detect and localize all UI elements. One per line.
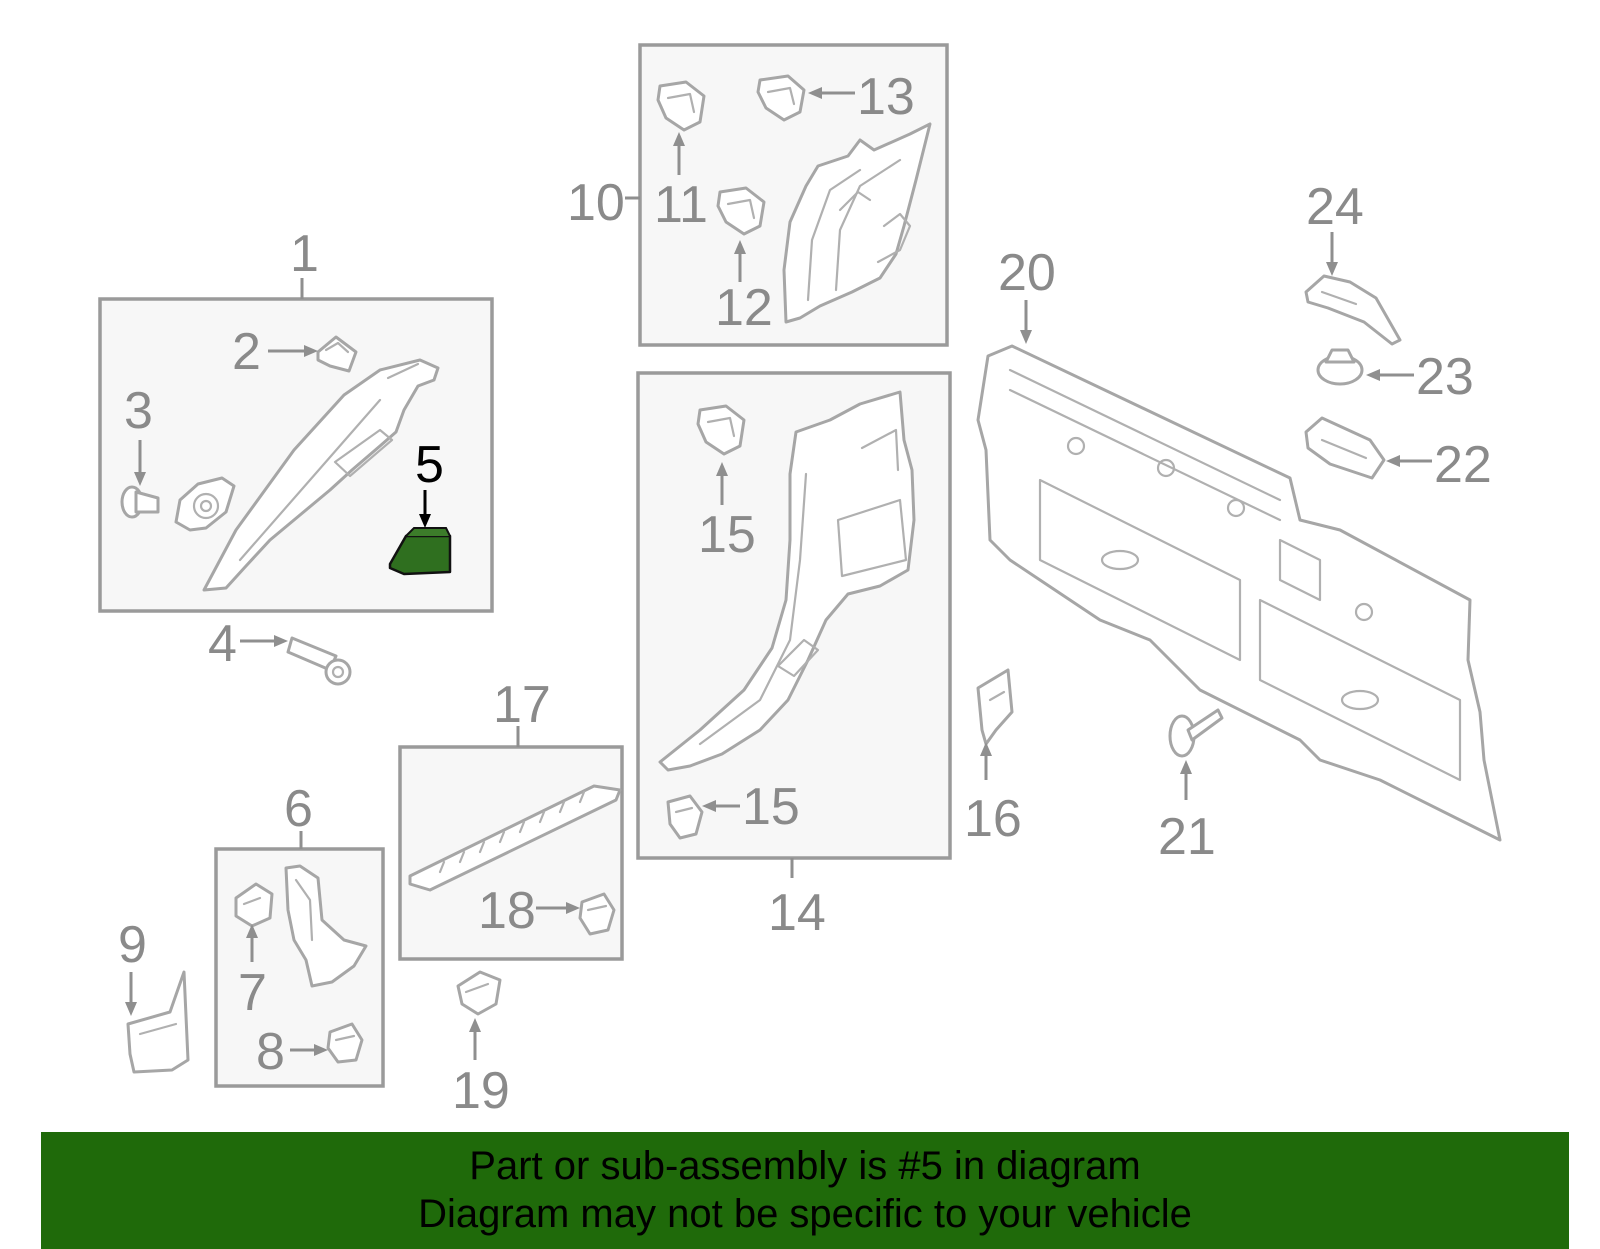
callout-15a[interactable]: 15 [698, 506, 756, 564]
part-22[interactable] [1304, 416, 1386, 480]
part-17-scuff-plate[interactable] [408, 784, 622, 892]
part-19[interactable] [456, 970, 502, 1016]
part-5-highlighted[interactable] [388, 527, 452, 576]
group-1: 1 2 3 [98, 225, 494, 613]
callout-20[interactable]: 20 [998, 244, 1056, 302]
part-13[interactable] [756, 74, 806, 122]
callout-11[interactable]: 11 [654, 176, 708, 234]
part-21[interactable] [1168, 708, 1224, 758]
part-15-bottom[interactable] [666, 794, 704, 840]
part-9[interactable] [126, 970, 190, 1074]
callout-14[interactable]: 14 [768, 884, 826, 942]
part-7[interactable] [234, 882, 274, 928]
group-6: 6 7 8 [214, 780, 385, 1088]
callout-3[interactable]: 3 [124, 382, 153, 440]
part-3[interactable] [120, 485, 160, 519]
callout-12[interactable]: 12 [715, 279, 773, 337]
part-14-trim[interactable] [658, 390, 916, 772]
callout-17[interactable]: 17 [493, 676, 551, 734]
part-16[interactable] [976, 668, 1014, 746]
part-4[interactable] [286, 636, 352, 686]
info-banner: Part or sub-assembly is #5 in diagram Di… [41, 1132, 1569, 1249]
callout-18[interactable]: 18 [478, 882, 536, 940]
callout-5[interactable]: 5 [415, 436, 444, 494]
bracket-part [174, 476, 236, 532]
callout-13[interactable]: 13 [857, 68, 915, 126]
part-20-panel[interactable] [976, 344, 1502, 842]
part-11[interactable] [656, 80, 706, 132]
group-10: 10 11 13 12 [567, 43, 949, 347]
part-24[interactable] [1304, 274, 1402, 346]
callout-7[interactable]: 7 [238, 964, 267, 1022]
part-6-trim[interactable] [284, 864, 368, 988]
callout-24[interactable]: 24 [1306, 178, 1364, 236]
part-2[interactable] [316, 335, 358, 373]
callout-23[interactable]: 23 [1416, 348, 1474, 406]
callout-10[interactable]: 10 [567, 174, 625, 232]
part-8[interactable] [326, 1022, 364, 1064]
callout-9[interactable]: 9 [118, 916, 147, 974]
part-15-top[interactable] [696, 404, 746, 456]
group-17-box [398, 745, 624, 961]
banner-line-1: Part or sub-assembly is #5 in diagram [469, 1144, 1141, 1188]
callout-2[interactable]: 2 [232, 323, 261, 381]
group-17: 17 18 [398, 676, 624, 961]
callout-19[interactable]: 19 [452, 1062, 510, 1120]
part-10-panel[interactable] [782, 122, 932, 324]
callout-8[interactable]: 8 [256, 1023, 285, 1081]
banner-line-2: Diagram may not be specific to your vehi… [418, 1192, 1192, 1236]
callout-21[interactable]: 21 [1158, 808, 1216, 866]
callout-1[interactable]: 1 [290, 225, 319, 283]
part-1-pillar-trim[interactable] [202, 358, 440, 592]
callout-6[interactable]: 6 [284, 780, 313, 838]
part-23[interactable] [1316, 348, 1364, 386]
group-14: 14 15 15 [636, 371, 952, 942]
callout-16[interactable]: 16 [964, 790, 1022, 848]
callout-22[interactable]: 22 [1434, 436, 1492, 494]
part-12[interactable] [716, 186, 766, 236]
part-18[interactable] [578, 892, 616, 936]
callout-4[interactable]: 4 [208, 615, 237, 673]
callout-15b[interactable]: 15 [742, 778, 800, 836]
